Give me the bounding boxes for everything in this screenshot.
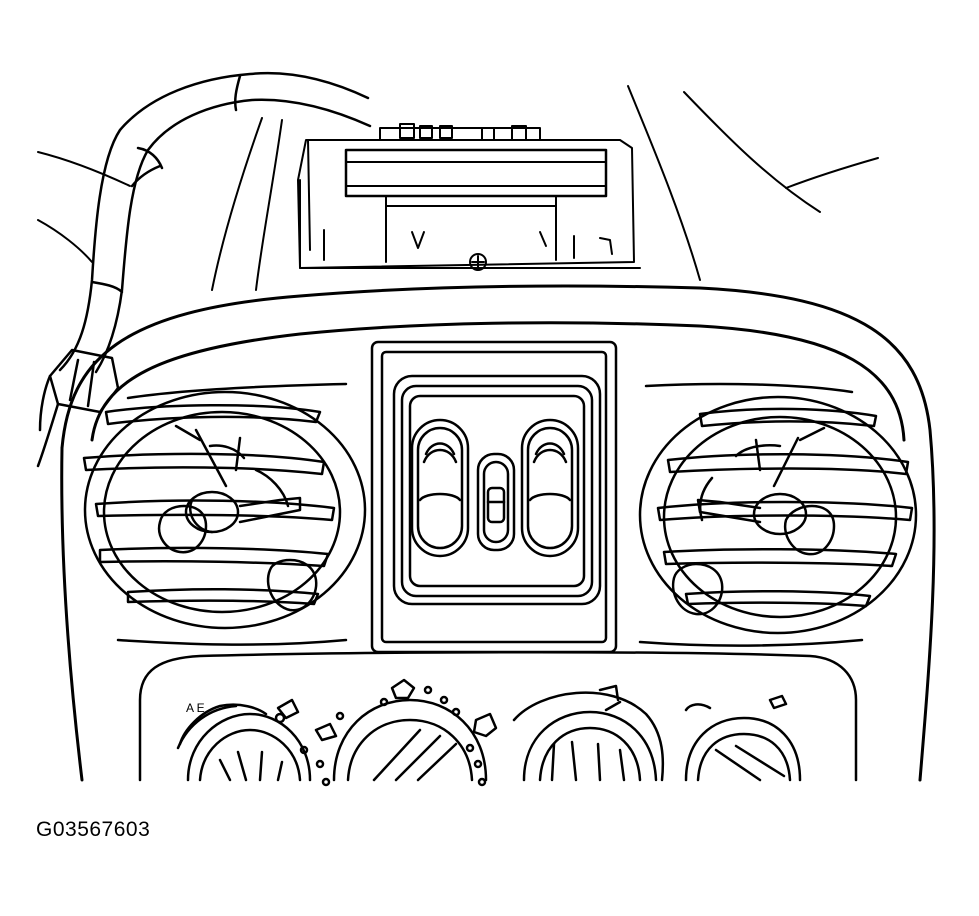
left-window-switch bbox=[410, 418, 470, 558]
center-lock-switch bbox=[476, 452, 516, 552]
background-lines bbox=[37, 85, 879, 291]
left-air-vent bbox=[82, 382, 367, 646]
right-air-vent bbox=[638, 382, 918, 647]
wiring-harness bbox=[36, 71, 372, 468]
bezel-outline bbox=[60, 284, 936, 782]
climate-control-panel bbox=[138, 650, 858, 787]
right-window-switch bbox=[520, 418, 580, 558]
panel-label: A E bbox=[186, 701, 205, 715]
control-module bbox=[297, 123, 641, 271]
figure-id-label: G03567603 bbox=[36, 818, 151, 841]
window-switch-bezel bbox=[370, 340, 618, 654]
